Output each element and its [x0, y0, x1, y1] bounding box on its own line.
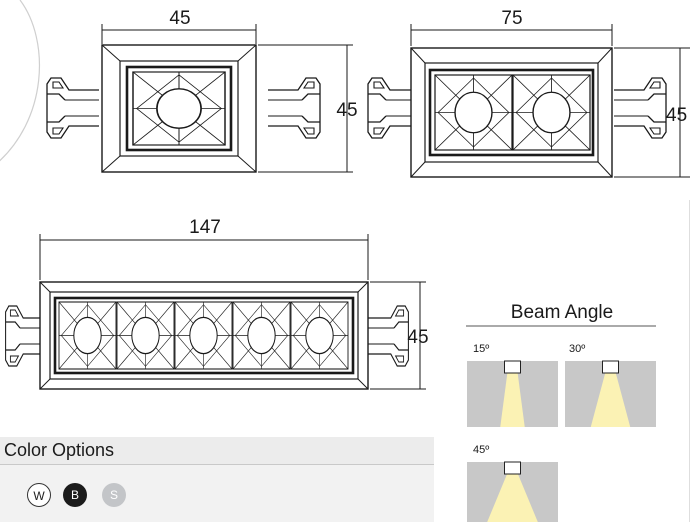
- color-options-header: Color Options: [0, 437, 434, 465]
- beam-panel-30: [565, 360, 656, 427]
- color-options-title: Color Options: [4, 440, 115, 460]
- single-luminaire-drawing: [46, 24, 353, 173]
- color-options-panel: W B S: [0, 465, 434, 522]
- color-swatch-black[interactable]: B: [63, 483, 87, 507]
- beam-angle-panels: [467, 360, 656, 522]
- color-swatch-white[interactable]: W: [27, 483, 51, 507]
- single-height-label: 45: [336, 100, 357, 121]
- double-luminaire-drawing: [367, 24, 690, 178]
- double-height-label: 45: [666, 105, 687, 126]
- decorative-arc: [0, 0, 41, 162]
- beam-panel-15: [467, 360, 558, 427]
- five-height-label: 45: [407, 327, 428, 348]
- five-width-label: 147: [189, 217, 221, 238]
- color-swatch-silver[interactable]: S: [102, 483, 126, 507]
- beam-15-label: 15º: [473, 343, 489, 355]
- beam-45-label: 45º: [473, 444, 489, 456]
- beam-angle-title: Beam Angle: [511, 302, 613, 323]
- single-width-label: 45: [169, 8, 190, 29]
- double-width-label: 75: [501, 8, 522, 29]
- beam-30-label: 30º: [569, 343, 585, 355]
- five-lens-luminaire-drawing: [4, 234, 426, 390]
- beam-panel-45: [467, 461, 558, 522]
